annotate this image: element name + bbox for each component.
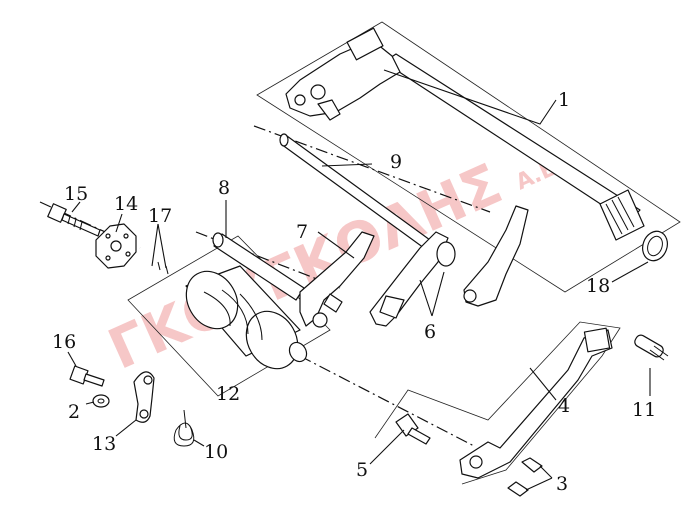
callout-1: 1 xyxy=(558,89,570,111)
shift-drum xyxy=(185,265,308,370)
gear-shift-shaft xyxy=(285,27,645,241)
callout-10: 10 xyxy=(204,441,228,463)
pivot-bolt xyxy=(395,413,431,445)
group-boxes xyxy=(127,21,681,485)
stopper-arm xyxy=(133,371,155,423)
callout-11: 11 xyxy=(632,399,656,421)
leader-lines xyxy=(67,69,651,491)
shift-pedal xyxy=(459,327,613,479)
circlip xyxy=(642,230,668,262)
shift-drum-box xyxy=(127,235,331,397)
callouts: 1 2 3 4 5 6 7 8 9 10 11 12 13 14 15 16 1… xyxy=(52,89,656,495)
callout-5: 5 xyxy=(356,459,368,481)
callout-16: 16 xyxy=(52,331,76,353)
callout-14: 14 xyxy=(114,193,138,215)
pedal-bolts xyxy=(507,457,543,497)
shift-rubber-pin xyxy=(634,334,669,361)
stopper-bolt xyxy=(47,203,101,237)
shift-shaft-box xyxy=(256,21,681,293)
callout-9: 9 xyxy=(390,151,402,173)
callout-18: 18 xyxy=(586,275,610,297)
shift-forks-right xyxy=(369,205,529,327)
callout-12: 12 xyxy=(216,383,240,405)
callout-3: 3 xyxy=(556,473,568,495)
shift-fork-left xyxy=(299,231,375,328)
callout-4: 4 xyxy=(558,395,570,417)
pedal-axis xyxy=(299,355,475,447)
callout-2: 2 xyxy=(68,401,80,423)
index-plate xyxy=(95,223,137,269)
washer xyxy=(92,394,110,408)
pedal-link-box xyxy=(374,321,621,485)
shaft-axis xyxy=(253,125,491,213)
callout-17: 17 xyxy=(148,205,172,227)
dowel-pins xyxy=(157,261,169,275)
callout-13: 13 xyxy=(92,433,116,455)
return-spring xyxy=(173,409,195,447)
callout-6: 6 xyxy=(424,321,436,343)
callout-7: 7 xyxy=(296,221,308,243)
callout-8: 8 xyxy=(218,177,230,199)
callout-15: 15 xyxy=(64,183,88,205)
arm-bolt xyxy=(69,365,105,387)
